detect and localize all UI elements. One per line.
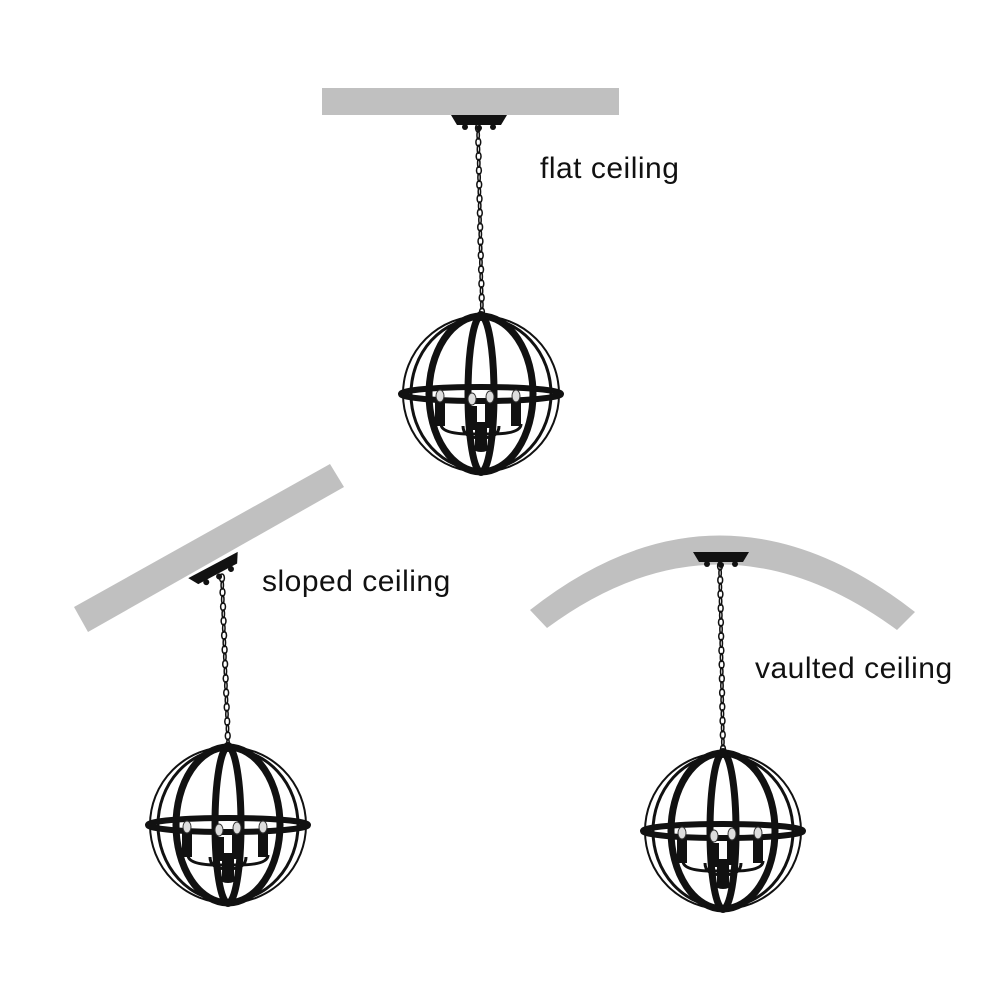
chain-link (475, 137, 482, 147)
chain-link (718, 596, 723, 606)
chain-link (718, 673, 725, 684)
chain-link (221, 609, 226, 619)
chain-link (476, 208, 483, 218)
chain-link (478, 257, 483, 268)
sloped-ceiling-label: sloped ceiling (262, 565, 451, 598)
chain-link (474, 123, 482, 133)
chain-link (720, 680, 724, 691)
flat-ceiling-label: flat ceiling (540, 152, 680, 185)
chain-link (717, 617, 725, 628)
chain-link (719, 666, 724, 677)
chain-link (718, 568, 723, 578)
chain-link (717, 603, 724, 613)
flat-ceiling-group (322, 88, 619, 476)
chain-link (476, 144, 481, 154)
chain-link (477, 201, 482, 211)
vaulted-ceiling-group (530, 535, 915, 913)
chain-link (222, 652, 227, 662)
chain-link (719, 624, 723, 635)
chain-link (477, 172, 482, 183)
vaulted-chain-icon (716, 561, 727, 754)
chain-link (224, 695, 229, 705)
chain-link (220, 594, 225, 605)
flat-canopy-icon (451, 115, 507, 131)
chain-link (717, 589, 724, 599)
chain-link (478, 243, 483, 254)
chain-link (479, 300, 484, 310)
vaulted-ceiling-surface (530, 535, 915, 630)
chain-link (477, 236, 484, 246)
chain-link (719, 652, 724, 663)
chain-link (225, 723, 230, 734)
chain-link (719, 716, 726, 726)
chain-link (223, 680, 228, 691)
chain-link (478, 229, 483, 239)
chain-link (720, 737, 725, 747)
chain-link (221, 623, 226, 633)
chain-link (225, 709, 229, 720)
flat-chain-icon (474, 123, 486, 317)
chain-link (719, 730, 726, 740)
chain-link (719, 638, 724, 649)
sloped-orb-chandelier-icon (148, 742, 308, 907)
chain-link (720, 723, 725, 733)
chain-link (716, 561, 724, 571)
vaulted-orb-chandelier-icon (643, 748, 803, 913)
chain-link (477, 250, 484, 261)
chain-link (718, 582, 723, 592)
chain-link (718, 610, 723, 621)
chain-link (720, 694, 725, 705)
chain-link (719, 702, 726, 712)
chain-link (478, 215, 482, 225)
sloped-ceiling-surface (74, 464, 344, 632)
chain-link (717, 575, 724, 585)
chain-link (477, 222, 484, 232)
chain-link (476, 179, 483, 190)
chain-link (476, 158, 481, 169)
chain-link (476, 194, 483, 204)
chain-link (222, 637, 227, 648)
vaulted-canopy-icon (693, 552, 749, 568)
chain-link (475, 165, 483, 176)
chain-link (720, 709, 725, 719)
flat-ceiling-surface (322, 88, 619, 115)
chain-link (476, 130, 481, 140)
chain-link (478, 293, 485, 303)
chain-link (223, 666, 228, 677)
chain-link (477, 264, 485, 275)
vaulted-ceiling-label: vaulted ceiling (755, 652, 953, 685)
chain-link (718, 631, 725, 642)
chain-link (718, 659, 725, 670)
sloped-chain-icon (218, 573, 231, 748)
chain-link (718, 687, 726, 698)
chain-link (479, 271, 484, 282)
sloped-ceiling-group (74, 464, 344, 907)
flat-orb-chandelier-icon (401, 311, 561, 476)
chain-link (479, 286, 484, 296)
chain-link (718, 645, 725, 656)
chain-link (478, 278, 485, 289)
chain-link (477, 186, 482, 197)
chain-link (220, 580, 225, 590)
chain-link (475, 151, 482, 162)
